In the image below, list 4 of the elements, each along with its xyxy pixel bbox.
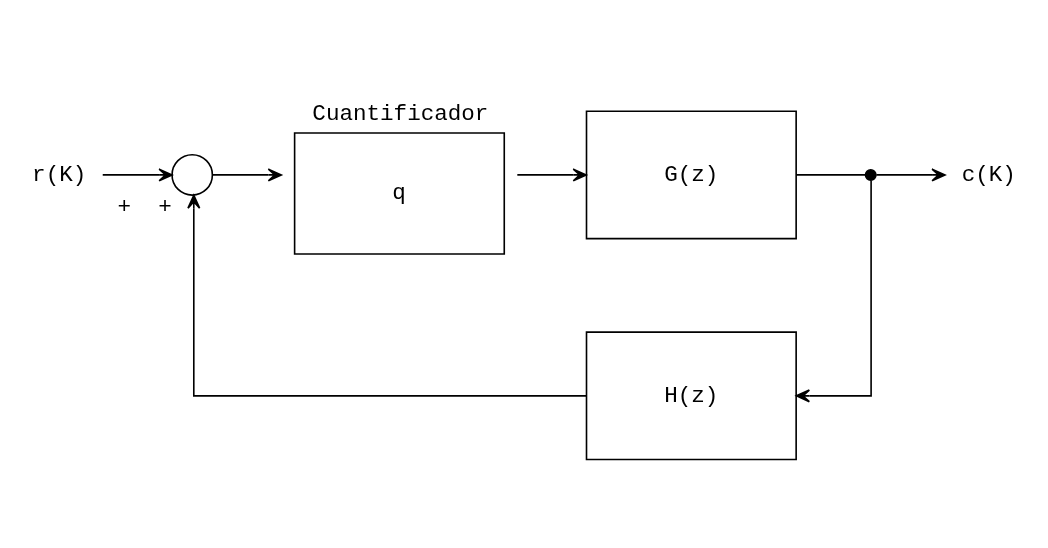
node-text: r(K): [32, 161, 87, 188]
node-label: + +: [117, 193, 172, 220]
node-text: c(K): [961, 161, 1016, 188]
node-label: Cuantificador: [312, 100, 489, 127]
